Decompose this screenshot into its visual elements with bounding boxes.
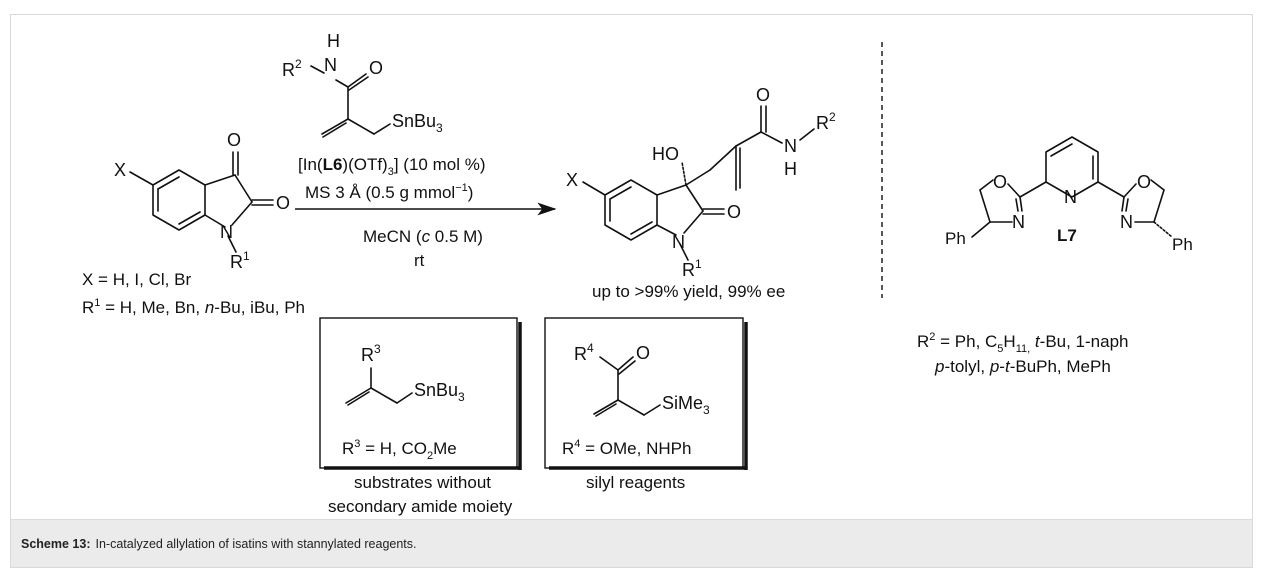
- isatin-r1: R1: [230, 249, 250, 272]
- caption-label: Scheme 13:: [21, 536, 91, 551]
- ligand-ph-right: Ph: [1172, 235, 1193, 254]
- ligand-n-left: N: [1012, 212, 1025, 232]
- product-structure: X HO O N H R2 O N R1: [566, 85, 836, 280]
- isatin-n: N: [220, 222, 233, 242]
- box1-r3-scope: R3 = H, CO2Me: [342, 438, 457, 462]
- box1-note-line2: secondary amide moiety: [328, 497, 513, 516]
- r2-scope-line1: R2 = Ph, C5H11, t-Bu, 1-naph: [917, 331, 1129, 355]
- box2-sime3: SiMe3: [662, 393, 710, 417]
- result-text: up to >99% yield, 99% ee: [592, 282, 785, 301]
- solvent-condition: MeCN (c 0.5 M): [363, 227, 483, 246]
- ms-condition: MS 3 Å (0.5 g mmol−1): [305, 182, 473, 202]
- product-o-amide: O: [756, 85, 770, 105]
- box2-r4-scope: R4 = OMe, NHPh: [562, 438, 691, 458]
- isatin-x-label: X: [114, 160, 126, 180]
- reagent-h: H: [327, 31, 340, 51]
- reagent-o: O: [369, 58, 383, 78]
- product-r1: R1: [682, 257, 702, 280]
- x-scope: X = H, I, Cl, Br: [82, 270, 191, 289]
- temperature-condition: rt: [414, 251, 425, 270]
- isatin-o2: O: [276, 193, 290, 213]
- ligand-n-right: N: [1120, 212, 1133, 232]
- box1-r3: R3: [361, 342, 381, 365]
- caption-text: In-catalyzed allylation of isatins with …: [95, 536, 417, 551]
- scheme-caption: Scheme 13: In-catalyzed allylation of is…: [11, 519, 1252, 567]
- product-x-label: X: [566, 170, 578, 190]
- box2-note: silyl reagents: [586, 473, 685, 492]
- ligand-o1: O: [993, 172, 1007, 192]
- ligand-ph-left: Ph: [945, 229, 966, 248]
- reagent-snbu3: SnBu3: [392, 111, 443, 135]
- box2-r4: R4: [574, 341, 594, 364]
- product-ho: HO: [652, 144, 679, 164]
- stannane-reagent: R2 H N O SnBu3: [282, 31, 443, 138]
- reagent-n: N: [324, 55, 337, 75]
- isatin-o1: O: [227, 130, 241, 150]
- box2-o: O: [636, 343, 650, 363]
- product-h-amide: H: [784, 159, 797, 179]
- product-n-ring: N: [672, 232, 685, 252]
- box1-snbu3: SnBu3: [414, 380, 465, 404]
- box-stannane-substrates: R3 SnBu3 R3 = H, CO2Me: [319, 317, 522, 470]
- product-o-lactam: O: [727, 202, 741, 222]
- scheme-frame: [10, 14, 1253, 568]
- catalyst-condition: [In(L6)(OTf)3] (10 mol %): [298, 155, 486, 178]
- r2-scope-line2: p-tolyl, p-t-BuPh, MePh: [934, 357, 1111, 376]
- ligand-l7-structure: O O N N N Ph Ph L7: [945, 136, 1193, 254]
- product-n-amide: N: [784, 136, 797, 156]
- box1-note-line1: substrates without: [354, 473, 491, 492]
- box-silyl-reagents: R4 O SiMe3 R4 = OMe, NHPh: [544, 317, 748, 470]
- isatin-structure: X O O N R1: [114, 130, 290, 272]
- ligand-o2: O: [1137, 172, 1151, 192]
- ligand-n-pyridine: N: [1064, 187, 1077, 207]
- product-r2: R2: [816, 110, 836, 133]
- reagent-r2: R2: [282, 57, 302, 80]
- reaction-scheme: X O O N R1 X = H, I, Cl, Br R1 = H, Me, …: [82, 31, 1193, 516]
- r1-scope: R1 = H, Me, Bn, n-Bu, iBu, Ph: [82, 297, 305, 317]
- ligand-name: L7: [1057, 226, 1077, 245]
